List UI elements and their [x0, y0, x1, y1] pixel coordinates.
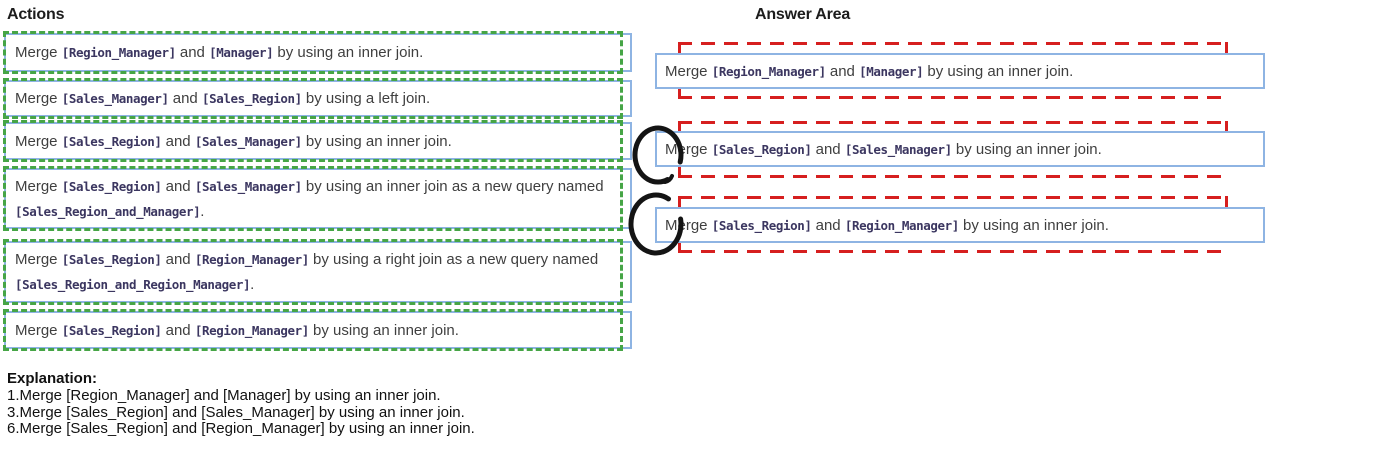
- action-item-label: Merge [Sales_Region] and [Region_Manager…: [15, 321, 459, 339]
- answer-item-label: Merge [Sales_Region] and [Region_Manager…: [665, 216, 1109, 234]
- action-item[interactable]: Merge [Sales_Region] and [Sales_Manager]…: [3, 166, 632, 231]
- action-item[interactable]: Merge [Sales_Manager] and [Sales_Region]…: [3, 78, 632, 119]
- explanation-title: Explanation:: [7, 370, 98, 387]
- explanation-line: 6.Merge [Sales_Region] and [Region_Manag…: [7, 420, 475, 437]
- answer-item-label: Merge [Sales_Region] and [Sales_Manager]…: [665, 140, 1102, 158]
- answer-item[interactable]: Merge [Sales_Region] and [Sales_Manager]…: [655, 131, 1265, 167]
- action-item-label: Merge [Sales_Region] and [Region_Manager…: [15, 251, 599, 293]
- answer-item[interactable]: Merge [Sales_Region] and [Region_Manager…: [655, 207, 1265, 243]
- explanation-line: 1.Merge [Region_Manager] and [Manager] b…: [7, 387, 441, 404]
- action-item[interactable]: Merge [Sales_Region] and [Sales_Manager]…: [3, 120, 632, 162]
- action-item-label: Merge [Region_Manager] and [Manager] by …: [15, 44, 424, 61]
- action-item[interactable]: Merge [Sales_Region] and [Region_Manager…: [3, 309, 632, 351]
- answer-item-label: Merge [Region_Manager] and [Manager] by …: [665, 62, 1074, 80]
- explanation-line: 3.Merge [Sales_Region] and [Sales_Manage…: [7, 403, 465, 421]
- action-item[interactable]: Merge [Region_Manager] and [Manager] by …: [3, 31, 632, 74]
- action-item-label: Merge [Sales_Manager] and [Sales_Region]…: [15, 90, 431, 107]
- answer-item[interactable]: Merge [Region_Manager] and [Manager] by …: [655, 53, 1265, 89]
- explanation-section: Explanation: 1.Merge [Region_Manager] an…: [7, 370, 475, 438]
- action-item[interactable]: Merge [Sales_Region] and [Region_Manager…: [3, 239, 632, 305]
- action-item-label: Merge [Sales_Region] and [Sales_Manager]…: [15, 177, 604, 220]
- actions-title: Actions: [7, 6, 65, 23]
- action-item-label: Merge [Sales_Region] and [Sales_Manager]…: [15, 132, 452, 150]
- answer-area-title: Answer Area: [755, 6, 851, 23]
